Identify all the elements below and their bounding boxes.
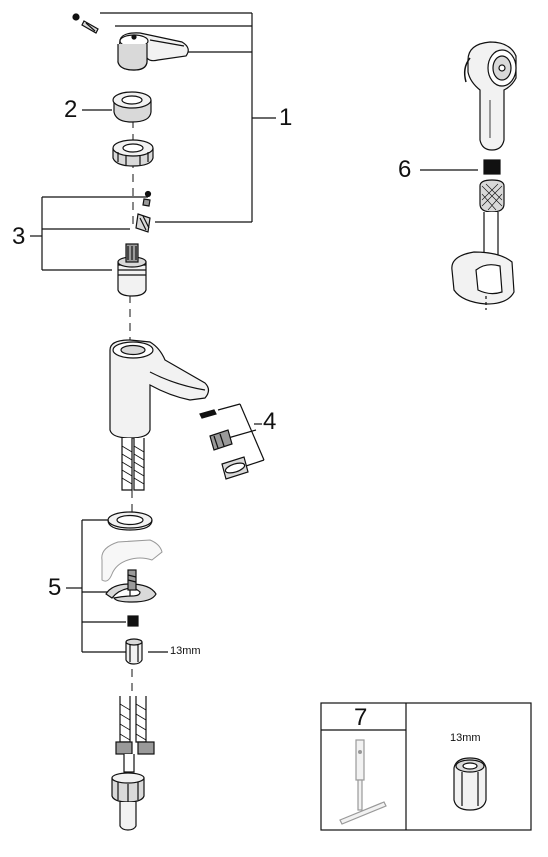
callout-number-1: 1: [279, 104, 293, 131]
faucet-body: [109, 339, 210, 439]
callout-number-3: 3: [12, 223, 26, 250]
callout-number-2: 2: [64, 96, 78, 123]
hose-nut: [111, 772, 145, 803]
handle-screw: [72, 13, 99, 34]
callout-number-5: 5: [48, 574, 62, 601]
cartridge-tool: [339, 739, 387, 825]
connection-hoses: [111, 696, 155, 831]
lever-handle: [117, 32, 189, 71]
callout-1-bracket: [100, 12, 276, 223]
anti-rotation-plate: [101, 539, 163, 582]
wall-holder: [451, 251, 515, 310]
mounting-screw: [127, 569, 137, 591]
tool-box-size-label: 13mm: [450, 732, 481, 744]
hand-shower-head: [463, 41, 517, 151]
shower-connector: [483, 159, 501, 175]
hex-nut-13mm: [125, 638, 143, 665]
tool-box-number: 7: [354, 704, 368, 731]
aerator-insert: [209, 429, 233, 451]
shower-hose: [479, 179, 505, 263]
aerator-washer: [199, 409, 217, 419]
small-nut: [127, 615, 139, 627]
nut-size-label: 13mm: [170, 645, 201, 657]
cartridge-nut: [112, 139, 154, 167]
tool-box-frame: [320, 702, 532, 831]
callout-number-6: 6: [398, 156, 412, 183]
cartridge-screw: [142, 190, 152, 207]
spindle-adapter: [135, 213, 151, 233]
callout-number-4: 4: [263, 408, 277, 435]
callout-4-bracket: [217, 403, 265, 469]
mounting-gasket: [107, 511, 153, 531]
callout-5-bracket: [66, 519, 168, 653]
cap-ring: [112, 91, 152, 123]
supply-hoses: [121, 438, 145, 491]
socket-13mm-icon: [453, 757, 487, 811]
aerator-housing: [221, 456, 249, 480]
callout-3-bracket: [30, 196, 148, 271]
cartridge: [117, 243, 147, 297]
